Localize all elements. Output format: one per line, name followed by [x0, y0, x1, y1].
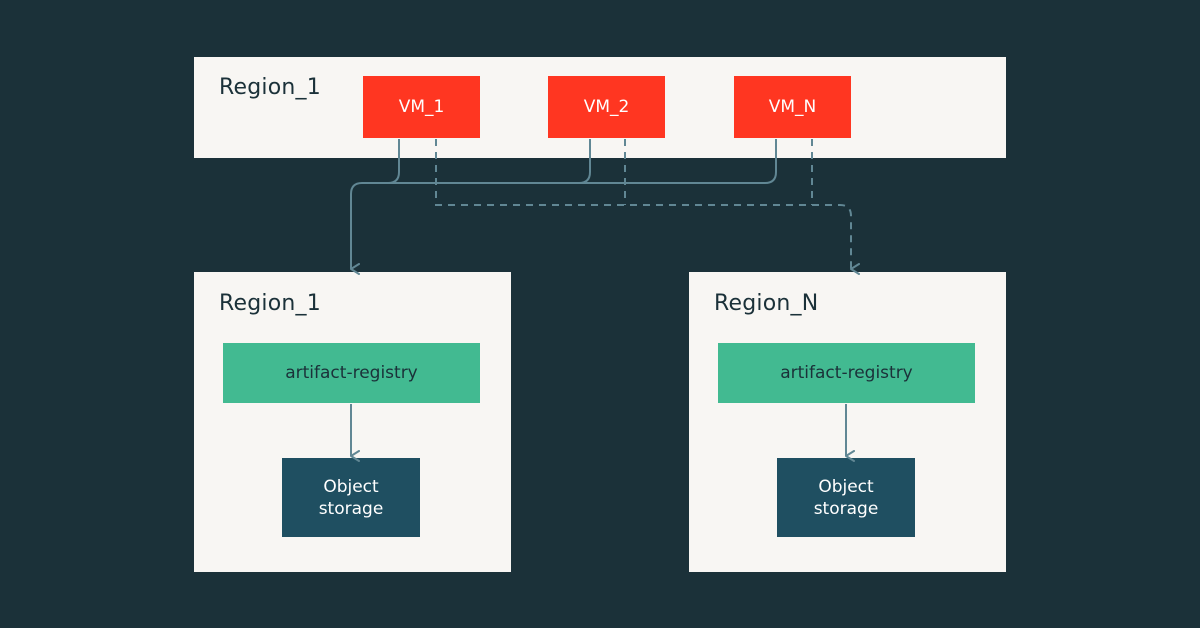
region-n-artifact-registry: artifact-registry [718, 343, 975, 403]
target-region-n-title: Region_N [714, 291, 819, 316]
vm-2-node: VM_2 [548, 76, 665, 138]
region-1-object-storage: Object storage [282, 458, 420, 537]
vm-n-node: VM_N [734, 76, 851, 138]
region-1-artifact-registry: artifact-registry [223, 343, 480, 403]
region-n-object-storage: Object storage [777, 458, 915, 537]
region-1-storage-label-line2: storage [318, 498, 384, 519]
vm-n-solid-connector [579, 139, 777, 184]
region-n-storage-label-line2: storage [813, 498, 879, 519]
vm-1-dashed-connector [435, 139, 860, 275]
source-region-title: Region_1 [219, 75, 321, 100]
region-n-storage-label-line1: Object [818, 476, 874, 497]
vm-1-node: VM_1 [363, 76, 480, 138]
target-region-1-title: Region_1 [219, 291, 321, 316]
region-1-storage-label-line1: Object [323, 476, 379, 497]
vm-1-solid-connector [350, 139, 400, 275]
vm-2-solid-connector [388, 139, 591, 184]
